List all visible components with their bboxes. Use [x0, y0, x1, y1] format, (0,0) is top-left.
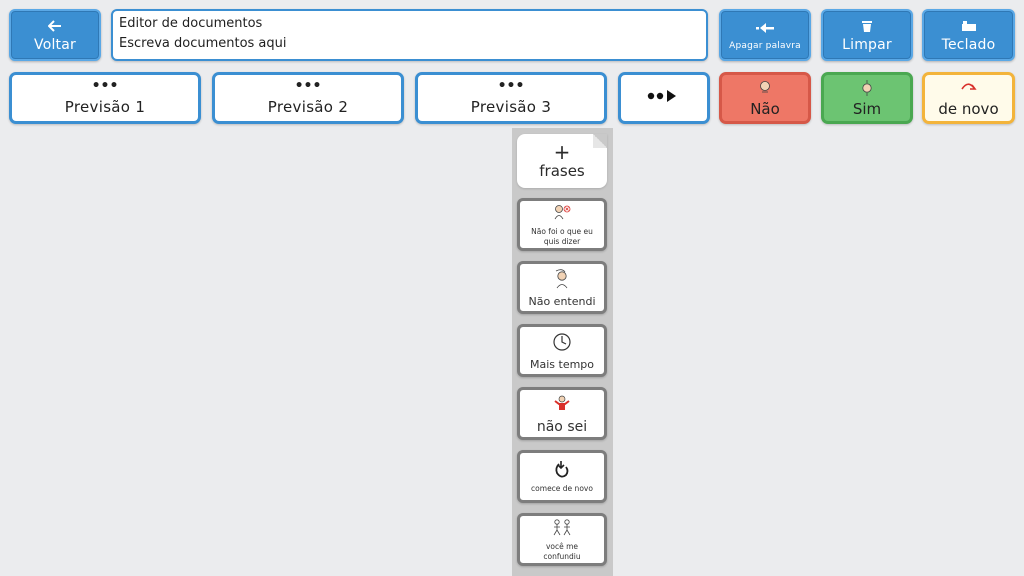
phrase-label: Não foi o que eu quis dizer	[531, 227, 593, 246]
phrases-column: + frases Não foi o que eu quis dizer Não…	[512, 128, 613, 576]
confused-person-icon	[553, 268, 571, 290]
clock-icon	[552, 331, 572, 353]
ellipsis-icon: •••	[497, 77, 525, 94]
plus-icon: +	[553, 140, 571, 164]
phrase-card[interactable]: Mais tempo	[517, 324, 607, 377]
phrase-label: Não entendi	[528, 294, 596, 308]
keyboard-button[interactable]: Teclado	[922, 9, 1015, 61]
phrase-card[interactable]: você me confundiu	[517, 513, 607, 566]
clear-label: Limpar	[842, 37, 892, 53]
phrases-label: frases	[539, 162, 585, 180]
shrug-person-icon	[551, 393, 573, 415]
phrase-label: comece de novo	[531, 484, 593, 493]
no-face-icon	[758, 78, 772, 98]
yes-button[interactable]: Sim	[821, 72, 913, 124]
delete-word-label: Apagar palavra	[729, 41, 801, 51]
prediction-1-button[interactable]: ••• Previsão 1	[9, 72, 201, 124]
no-button[interactable]: Não	[719, 72, 811, 124]
yes-face-icon	[860, 78, 874, 98]
yes-label: Sim	[852, 100, 882, 118]
restart-arrow-icon	[553, 459, 571, 481]
prediction-3-button[interactable]: ••• Previsão 3	[415, 72, 607, 124]
prediction-2-button[interactable]: ••• Previsão 2	[212, 72, 404, 124]
keyboard-label: Teclado	[941, 37, 996, 53]
dots-arrow-icon	[647, 89, 681, 107]
phrase-label: não sei	[536, 418, 588, 435]
phrase-card[interactable]: não sei	[517, 387, 607, 440]
person-cross-icon	[552, 202, 572, 224]
arrow-left-icon	[48, 17, 62, 35]
phrase-card[interactable]: Não foi o que eu quis dizer	[517, 198, 607, 251]
ellipsis-icon: •••	[294, 77, 322, 94]
editor-placeholder: Escreva documentos aqui	[119, 36, 287, 51]
ellipsis-icon: •••	[91, 77, 119, 94]
backspace-icon	[754, 19, 776, 37]
back-label: Voltar	[34, 37, 76, 53]
repeat-arrow-icon	[959, 78, 979, 98]
keyboard-icon	[961, 17, 977, 35]
clear-button[interactable]: Limpar	[821, 9, 913, 61]
prediction-2-label: Previsão 2	[267, 97, 349, 116]
prediction-1-label: Previsão 1	[64, 97, 146, 116]
trash-icon	[861, 17, 873, 35]
no-label: Não	[750, 100, 780, 118]
back-button[interactable]: Voltar	[9, 9, 101, 61]
again-label: de novo	[938, 100, 999, 118]
two-people-icon	[551, 517, 573, 539]
phrase-label: você me confundiu	[543, 542, 581, 561]
phrases-tab[interactable]: + frases	[517, 134, 607, 188]
phrase-card[interactable]: Não entendi	[517, 261, 607, 314]
page-fold	[593, 134, 607, 148]
phrase-label: Mais tempo	[529, 357, 595, 371]
more-predictions-button[interactable]	[618, 72, 710, 124]
document-editor[interactable]: Editor de documentos Escreva documentos …	[111, 9, 708, 61]
again-button[interactable]: de novo	[922, 72, 1015, 124]
editor-title: Editor de documentos	[119, 16, 263, 31]
prediction-3-label: Previsão 3	[470, 97, 552, 116]
phrase-card[interactable]: comece de novo	[517, 450, 607, 503]
delete-word-button[interactable]: Apagar palavra	[719, 9, 811, 61]
